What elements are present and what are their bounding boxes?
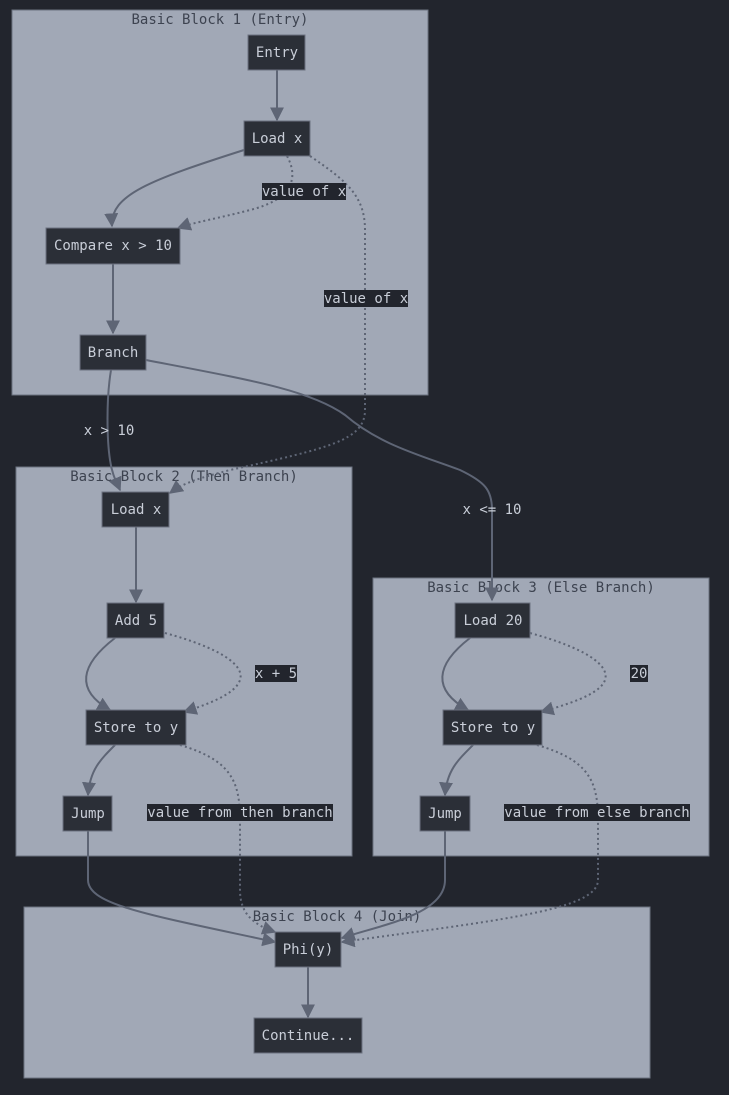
node-branch: Branch <box>79 334 147 371</box>
edge-add-5-to-store-then-value <box>164 632 242 715</box>
node-label: Entry <box>256 45 298 61</box>
cluster-basic-block-2: Basic Block 2 (Then Branch) <box>15 466 353 857</box>
edge-jump-else-to-phi <box>340 831 446 941</box>
edge-label-value-from-else: value from else branch <box>504 804 690 821</box>
edge-load-x-to-compare-value <box>176 155 294 231</box>
edge-store-else-to-phi-value <box>340 744 599 948</box>
edge-label-text: value from else branch <box>504 805 689 821</box>
cluster-label-block-2: Basic Block 2 (Then Branch) <box>70 469 298 485</box>
node-label: Branch <box>88 345 139 361</box>
edge-jump-then-to-phi <box>87 831 277 947</box>
node-compare: Compare x > 10 <box>45 227 181 265</box>
edge-label-text: x > 10 <box>84 423 135 439</box>
edge-label-x-le-10: x <= 10 <box>462 502 521 518</box>
node-continue: Continue... <box>253 1017 363 1054</box>
edge-store-else-to-jump-else <box>439 744 474 797</box>
edge-load-20-to-store-else <box>441 637 471 711</box>
edge-load-x-to-load-x-2-value <box>168 155 366 494</box>
edge-label-value-of-x-2: value of x <box>324 290 408 307</box>
node-jump-then: Jump <box>62 795 113 832</box>
node-add-5: Add 5 <box>106 602 165 639</box>
node-load-20: Load 20 <box>454 602 531 639</box>
cluster-basic-block-1: Basic Block 1 (Entry) <box>11 9 429 396</box>
node-load-x-2: Load x <box>101 491 170 528</box>
edge-label-text: x + 5 <box>255 666 297 682</box>
edge-label-twenty: 20 <box>630 665 648 682</box>
node-label: Add 5 <box>115 613 157 629</box>
node-label: Jump <box>71 806 105 822</box>
edge-branch-to-load-20 <box>145 359 499 602</box>
node-label: Load 20 <box>463 613 522 629</box>
node-label: Compare x > 10 <box>54 238 172 254</box>
edge-load-x-to-compare <box>104 149 245 228</box>
node-entry: Entry <box>247 34 306 71</box>
edge-label-value-of-x-1: value of x <box>262 183 346 200</box>
node-label: Jump <box>428 806 462 822</box>
edges <box>82 70 607 1019</box>
edge-label-text: value of x <box>262 184 346 200</box>
node-label: Continue... <box>262 1028 355 1044</box>
edge-store-then-to-jump-then <box>82 744 116 797</box>
edge-branch-to-load-x-2 <box>106 369 122 492</box>
edge-add-5-to-store-then <box>85 637 116 711</box>
node-phi: Phi(y) <box>274 931 342 968</box>
node-store-y-else: Store to y <box>442 709 543 746</box>
edge-label-x-plus-5: x + 5 <box>255 665 297 682</box>
node-label: Store to y <box>451 720 535 736</box>
node-store-y-then: Store to y <box>85 709 187 746</box>
node-label: Load x <box>111 502 162 518</box>
edge-label-value-from-then: value from then branch <box>147 804 333 821</box>
edge-label-x-gt-10: x > 10 <box>84 423 135 439</box>
cluster-label-block-4: Basic Block 4 (Join) <box>253 909 422 925</box>
cluster-label-block-3: Basic Block 3 (Else Branch) <box>427 580 655 596</box>
edge-label-text: value from then branch <box>147 805 332 821</box>
edge-load-20-to-store-else-value <box>529 632 607 716</box>
node-label: Phi(y) <box>283 942 334 958</box>
node-label: Store to y <box>94 720 178 736</box>
cluster-label-block-1: Basic Block 1 (Entry) <box>131 12 308 28</box>
edge-label-text: value of x <box>324 291 408 307</box>
edge-label-text: 20 <box>631 666 648 682</box>
node-jump-else: Jump <box>419 795 471 832</box>
node-load-x-1: Load x <box>243 120 311 157</box>
node-label: Load x <box>252 131 303 147</box>
edge-label-text: x <= 10 <box>462 502 521 518</box>
